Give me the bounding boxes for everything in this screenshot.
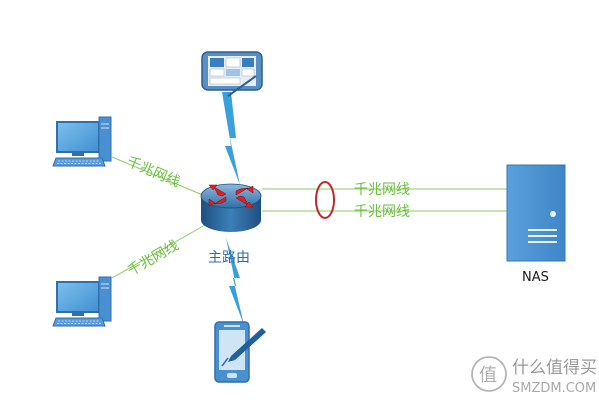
wireless-link-top: [222, 92, 240, 185]
nas-device: NAS: [506, 164, 566, 285]
watermark-logo-char: 值: [479, 365, 497, 386]
desktop-computer-icon: [52, 116, 112, 167]
watermark: 值 什么值得买 SMZDM.COM: [471, 356, 597, 396]
router-icon: [200, 183, 262, 232]
tablet-top: [201, 51, 263, 97]
cable-pc-bottom: [111, 224, 206, 279]
nas-server-icon: [506, 164, 566, 262]
pc-top: [52, 116, 112, 167]
nas-label: NAS: [522, 270, 549, 285]
router-label: 主路由: [208, 250, 250, 266]
wireless-link-bottom: [226, 238, 244, 325]
tablet-icon: [201, 51, 263, 97]
watermark-domain: SMZDM.COM: [512, 381, 596, 396]
desktop-computer-icon: [52, 276, 112, 327]
lightning-bolt-icon: [222, 92, 240, 185]
pen-tablet-icon: [214, 321, 266, 383]
cable-label-nas-upper: 千兆网线: [354, 182, 410, 198]
watermark-title: 什么值得买: [512, 358, 597, 378]
cable-label-pc-top: 千兆网线: [124, 154, 182, 191]
watermark-logo-icon: 值: [471, 356, 507, 392]
lightning-bolt-icon: [226, 238, 244, 325]
cable-label-nas-lower: 千兆网线: [354, 204, 410, 220]
main-router: 主路由: [200, 183, 262, 266]
link-aggregation-ring: [315, 181, 335, 219]
tablet-bottom: [214, 321, 266, 383]
cable-label-pc-bottom: 千兆网线: [125, 238, 181, 280]
cable-pc-top: [111, 156, 206, 197]
pc-bottom: [52, 276, 112, 327]
